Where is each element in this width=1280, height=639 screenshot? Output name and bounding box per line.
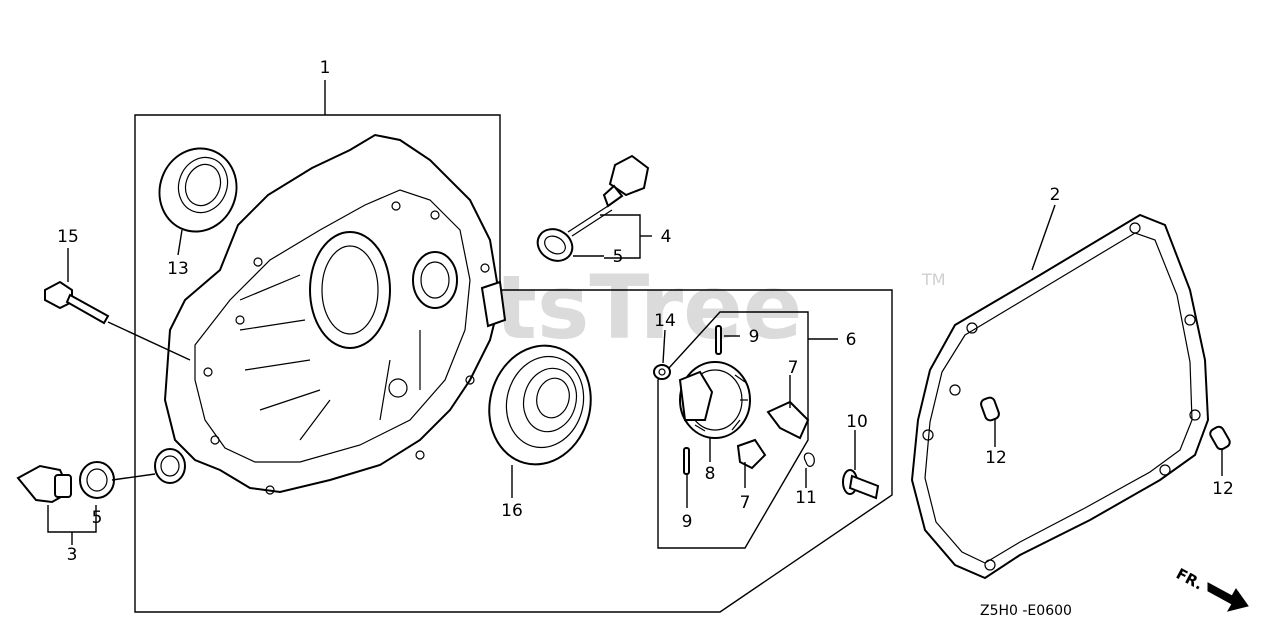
callout-labels: 1 2 3 4 5 5 6 7 7 8 9 9 10 11 12 12 13 1… — [57, 58, 1234, 565]
callout-11: 11 — [795, 488, 817, 508]
governor-shaft[interactable] — [842, 469, 880, 500]
callout-7-lower: 7 — [740, 493, 751, 513]
callout-2: 2 — [1050, 185, 1061, 205]
callout-9-upper: 9 — [749, 327, 760, 347]
callout-3: 3 — [67, 545, 78, 565]
case-cover-gasket[interactable] — [910, 213, 1210, 580]
radial-ball-bearing[interactable] — [476, 334, 604, 476]
callout-6: 6 — [846, 330, 857, 350]
case-cover-gasket-inner — [924, 232, 1193, 564]
front-direction-marker: FR. — [1173, 565, 1249, 612]
governor-holder[interactable] — [766, 400, 810, 440]
dowel-pin-right[interactable] — [1208, 425, 1231, 451]
clip[interactable] — [803, 452, 815, 467]
o-ring-upper[interactable] — [532, 223, 578, 267]
callout-16: 16 — [501, 501, 523, 521]
governor-group-bracket — [657, 311, 809, 549]
arrow-down-right-icon — [1207, 582, 1249, 612]
callout-8: 8 — [705, 464, 716, 484]
o-ring-left[interactable] — [79, 461, 115, 499]
callout-7-upper: 7 — [788, 358, 799, 378]
case-cover-bracket — [134, 114, 893, 613]
front-label: FR. — [1173, 565, 1206, 594]
callout-12-left: 12 — [985, 448, 1007, 468]
callout-12-right: 12 — [1212, 479, 1234, 499]
gasket-bolt-holes — [922, 222, 1201, 571]
governor-slider[interactable] — [736, 438, 767, 470]
oil-seal[interactable] — [148, 138, 248, 243]
flange-bolt[interactable] — [44, 280, 110, 325]
crankcase-cover[interactable] — [163, 133, 507, 495]
oil-filler-cap[interactable] — [16, 464, 72, 504]
governor-shaft-pin-upper[interactable] — [715, 325, 722, 355]
dowel-pin-left[interactable] — [980, 396, 1001, 422]
callout-1: 1 — [320, 58, 331, 78]
callout-13: 13 — [167, 259, 189, 279]
callout-5-lower: 5 — [92, 508, 103, 528]
oil-gauge[interactable] — [567, 154, 650, 237]
watermark-trademark: TM — [921, 270, 946, 289]
callout-5-upper: 5 — [613, 247, 624, 267]
callout-10: 10 — [846, 412, 868, 432]
diagram-code: Z5H0 -E0600 — [980, 603, 1072, 619]
filler-neck-ring[interactable] — [154, 448, 186, 484]
governor-gear[interactable] — [678, 361, 751, 439]
callout-9-lower: 9 — [682, 512, 693, 532]
leader-lines — [47, 80, 1223, 545]
callout-4: 4 — [661, 227, 672, 247]
thrust-washer[interactable] — [653, 364, 671, 380]
callout-15: 15 — [57, 227, 79, 247]
governor-shaft-pin-lower[interactable] — [683, 447, 690, 475]
callout-14: 14 — [654, 311, 676, 331]
